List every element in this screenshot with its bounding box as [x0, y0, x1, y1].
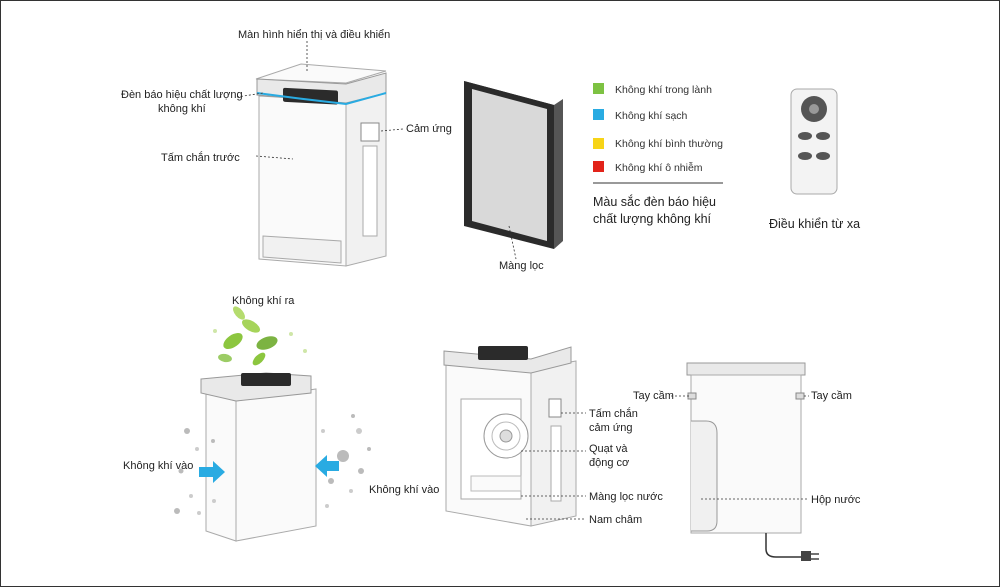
label-air-in-right: Không khí vào: [369, 484, 439, 496]
label-handle-right: Tay cầm: [811, 390, 852, 402]
label-water-box: Hộp nước: [811, 494, 861, 506]
purifier-front-view: [255, 63, 387, 267]
label-remote: Điều khiển từ xa: [769, 217, 860, 231]
label-touch-panel-line1: Tấm chắn: [589, 407, 638, 420]
legend-label-fresh: Không khí trong lành: [615, 84, 712, 96]
label-air-in-left: Không khí vào: [123, 460, 193, 472]
indicator-light: [256, 92, 387, 106]
air-in-arrow-left: [199, 461, 225, 483]
label-water-filter: Màng lọc nước: [589, 491, 663, 503]
legend-label-polluted: Không khí ô nhiễm: [615, 161, 703, 174]
label-front-panel: Tấm chắn trước: [161, 151, 240, 164]
legend-swatch-clean: [593, 109, 604, 120]
legend-label-clean: Không khí sạch: [615, 110, 688, 122]
label-air-out: Không khí ra: [232, 295, 295, 307]
legend-swatch-polluted: [593, 161, 604, 172]
legend-swatch-normal: [593, 138, 604, 149]
filter-illustration: [464, 81, 563, 249]
power-cord: [765, 533, 801, 558]
air-in-arrow-right: [315, 455, 339, 477]
label-indicator-line1: Đèn báo hiệu chất lượng: [121, 89, 243, 101]
leaves-icon: [213, 306, 307, 366]
legend-label-normal: Không khí bình thường: [615, 138, 723, 150]
label-fan-motor-line2: động cơ: [589, 457, 629, 469]
purifier-interior-view: [443, 346, 577, 527]
label-indicator-line2: không khí: [158, 103, 206, 115]
label-touch: Cảm ứng: [406, 123, 452, 135]
remote-illustration: [790, 88, 838, 195]
dust-particles: [174, 414, 371, 515]
label-display-control: Màn hình hiển thị và điều khiển: [238, 29, 390, 41]
label-fan-motor-line1: Quạt và: [589, 443, 628, 455]
purifier-airflow-view: [200, 372, 317, 542]
power-plug-icon: [801, 551, 811, 561]
label-touch-panel-line2: cảm ứng: [589, 422, 632, 434]
legend-caption-line1: Màu sắc đèn báo hiệu: [593, 194, 716, 209]
purifier-side-view: [686, 362, 819, 561]
label-magnet: Nam châm: [589, 514, 642, 526]
legend-swatch-fresh: [593, 83, 604, 94]
legend: Không khí trong lành Không khí sạch Khôn…: [593, 83, 723, 226]
legend-caption-line2: chất lượng không khí: [593, 212, 712, 226]
label-handle-left: Tay cầm: [633, 390, 674, 402]
label-filter: Màng lọc: [499, 260, 544, 272]
